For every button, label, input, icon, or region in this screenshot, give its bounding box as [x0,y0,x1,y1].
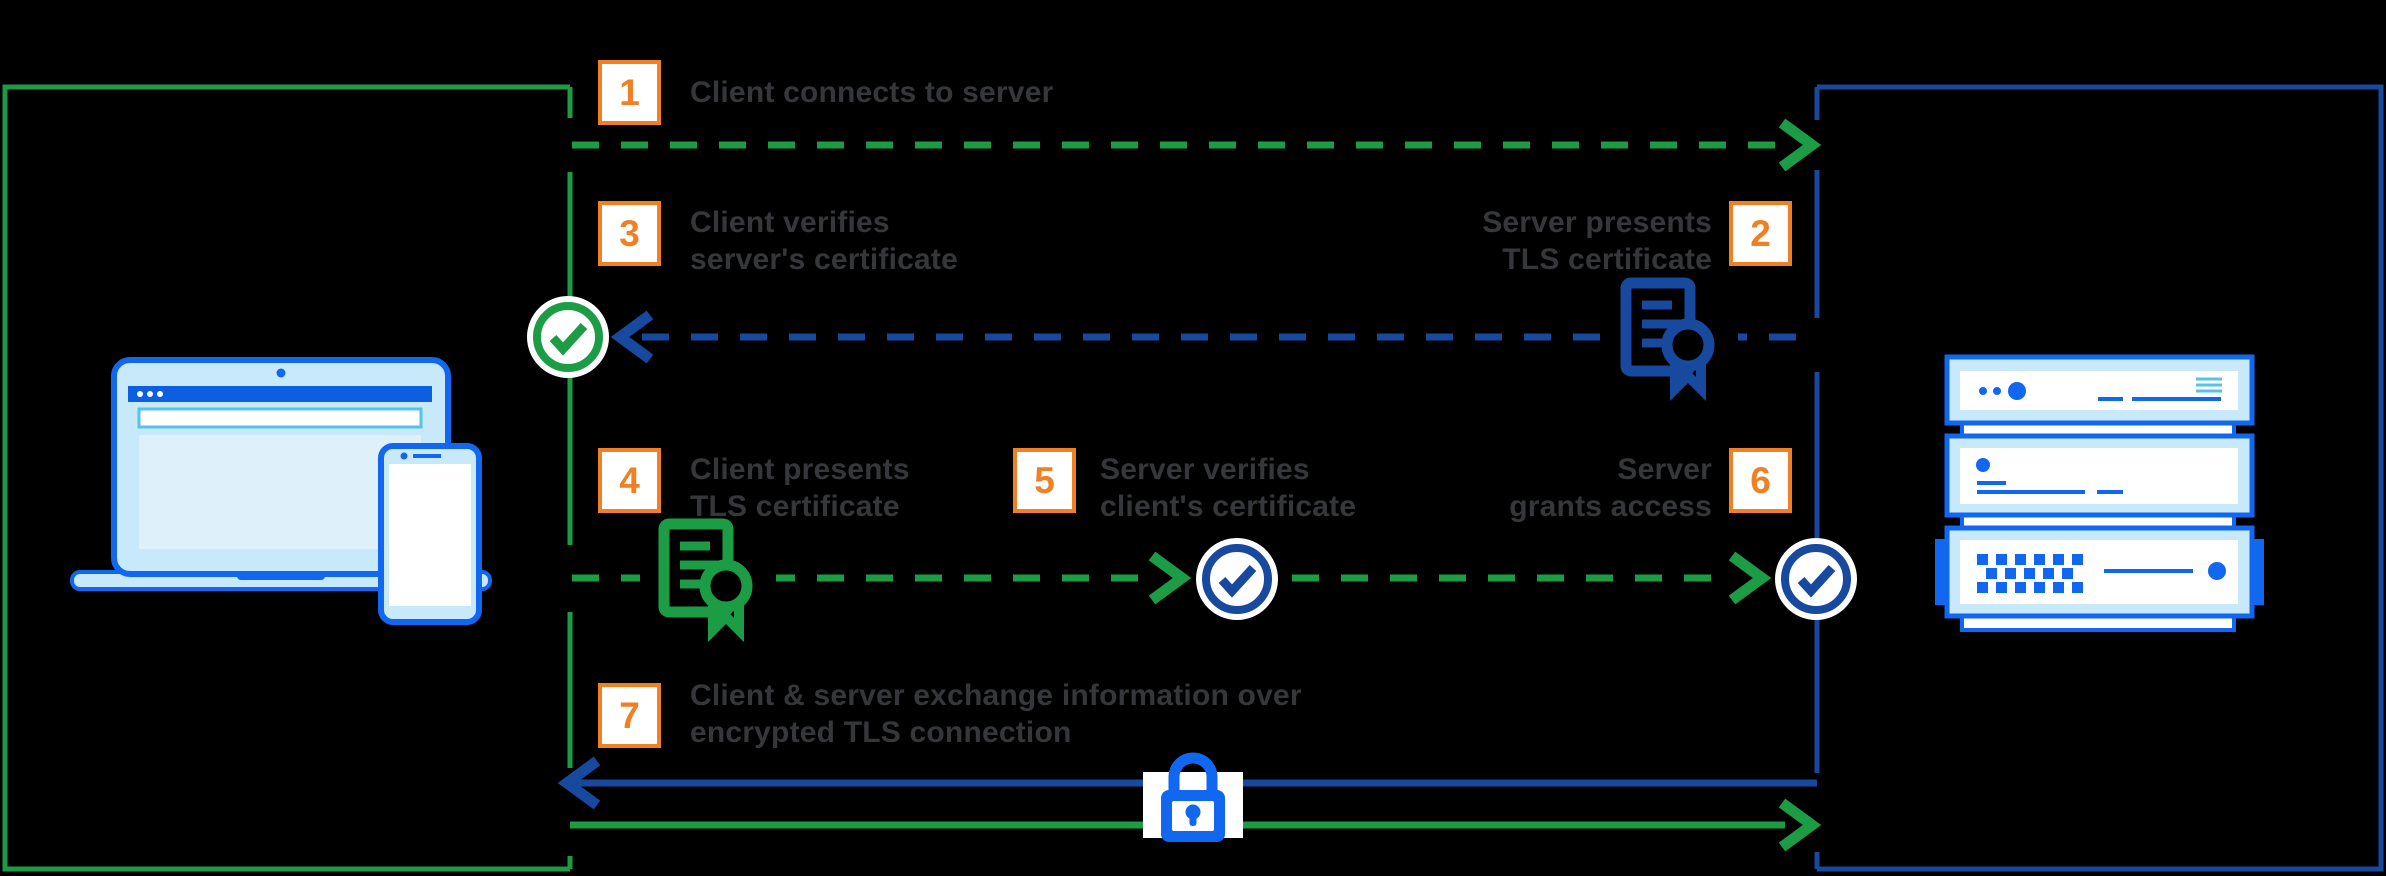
dashed-arrow-blue-left [610,310,1817,364]
certificate-icon-blue [1602,273,1738,402]
step-7-label: Client & server exchange information ove… [690,679,1302,749]
step-4-badge: 4 [598,448,661,513]
step-3-label: Client verifies server's certificate [690,206,958,276]
server-rack-icon [1935,354,2264,632]
check-circle-icon-green [527,296,609,378]
step-1-label: Client connects to server [690,76,1054,109]
step-2-badge: 2 [1729,201,1792,266]
step-5-badge: 5 [1013,448,1076,513]
phone-icon [378,443,482,625]
laptop-icon [70,357,492,591]
check-circle-icon-blue-2 [1775,538,1857,620]
server-box [1814,84,2384,872]
step-3-badge: 3 [598,201,661,266]
step-6-badge: 6 [1729,448,1792,513]
step-6-label: Server grants access [1509,453,1712,523]
check-circle-icon-blue-1 [1196,538,1278,620]
certificate-icon-green [640,514,776,643]
step-7-badge: 7 [598,683,661,748]
step-1-badge: 1 [598,60,661,125]
dashed-arrow-green-mid [572,551,1772,605]
step-5-label: Server verifies client's certificate [1100,453,1357,523]
step-4-label: Client presents TLS certificate [690,453,910,523]
lock-icon [1143,752,1243,842]
dashed-arrow-green-right [572,118,1822,172]
step-2-label: Server presents TLS certificate [1482,206,1712,276]
